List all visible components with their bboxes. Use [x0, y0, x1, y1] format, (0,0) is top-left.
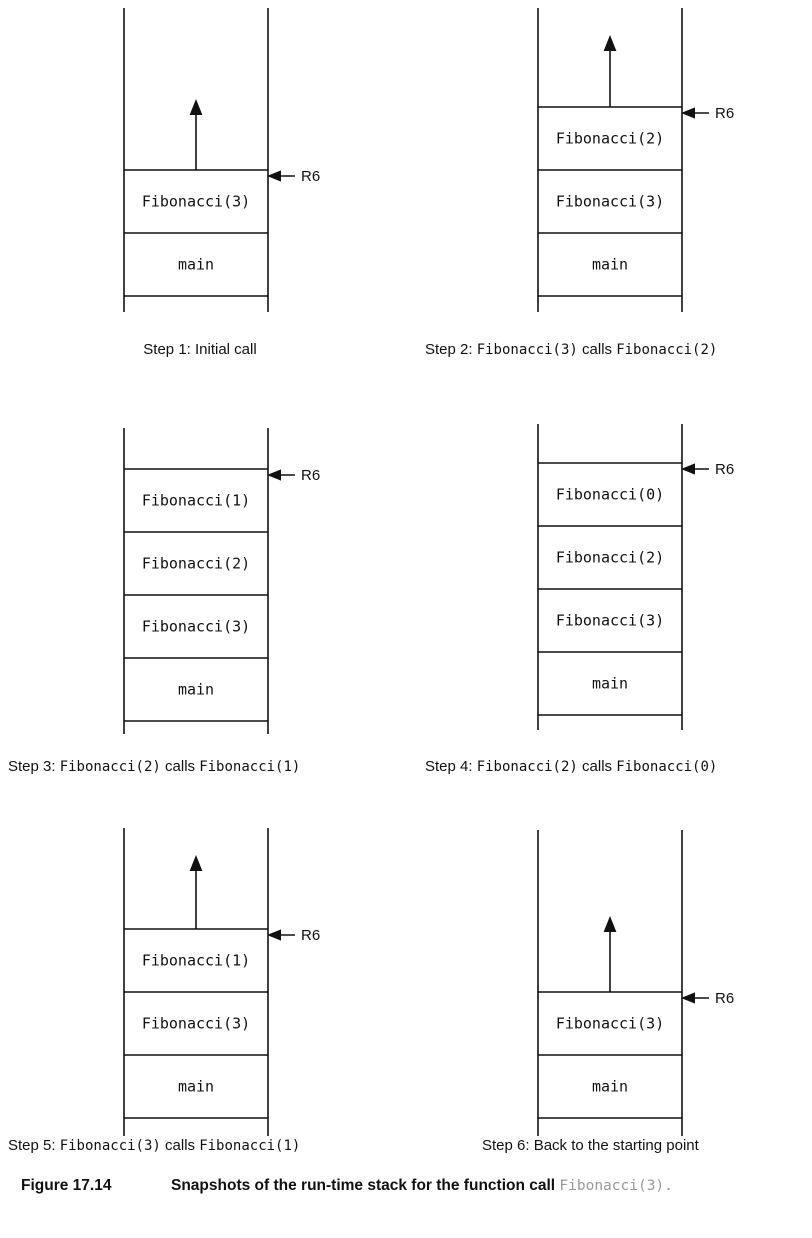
- caption-code-caller: Fibonacci(3): [476, 342, 578, 358]
- caption-prefix: Step 5:: [8, 1137, 60, 1154]
- frame-main: main: [592, 675, 628, 693]
- stack-frame-label: Fibonacci(1): [142, 952, 250, 970]
- stack-frame-label: Fibonacci(2): [556, 130, 664, 148]
- caption-code-caller: Fibonacci(3): [59, 1138, 161, 1154]
- caption-code-callee: Fibonacci(1): [199, 759, 301, 775]
- frame-main: main: [592, 256, 628, 274]
- caption-middle: calls: [160, 1137, 200, 1154]
- stack-frame-label: Fibonacci(0): [556, 486, 664, 504]
- r6-label: R6: [301, 927, 320, 944]
- caption-code-callee: Fibonacci(0): [616, 759, 718, 775]
- figure-code: Fibonacci(3).: [559, 1178, 673, 1194]
- step-caption-3: Step 3: Fibonacci(2) calls Fibonacci(1): [8, 757, 300, 777]
- stack-frame-label: Fibonacci(3): [142, 618, 250, 636]
- caption-code-caller: Fibonacci(2): [476, 759, 578, 775]
- figure-text: Snapshots of the run-time stack for the …: [171, 1177, 560, 1194]
- caption-middle: calls: [160, 758, 200, 775]
- caption-text: Step 1: Initial call: [143, 341, 257, 358]
- r6-label: R6: [715, 105, 734, 122]
- frame-main: main: [178, 256, 214, 274]
- caption-prefix: Step 4:: [425, 758, 477, 775]
- caption-code-callee: Fibonacci(1): [199, 1138, 301, 1154]
- r6-label: R6: [715, 461, 734, 478]
- step-caption-1: Step 1: Initial call: [100, 340, 300, 360]
- caption-prefix: Step 3:: [8, 758, 60, 775]
- stack-frame-label: Fibonacci(3): [142, 193, 250, 211]
- step-caption-4: Step 4: Fibonacci(2) calls Fibonacci(0): [425, 757, 717, 777]
- stack-frame-label: Fibonacci(3): [142, 1015, 250, 1033]
- caption-code-caller: Fibonacci(2): [59, 759, 161, 775]
- stack-frame-label: Fibonacci(3): [556, 612, 664, 630]
- figure-number: Figure 17.14: [21, 1177, 112, 1194]
- caption-middle: calls: [577, 758, 617, 775]
- frame-main: main: [592, 1078, 628, 1096]
- step-caption-6: Step 6: Back to the starting point: [482, 1136, 699, 1156]
- stack-frame-label: Fibonacci(2): [556, 549, 664, 567]
- step-caption-5: Step 5: Fibonacci(3) calls Fibonacci(1): [8, 1136, 300, 1156]
- caption-prefix: Step 2:: [425, 341, 477, 358]
- r6-label: R6: [715, 990, 734, 1007]
- caption-text: Step 6: Back to the starting point: [482, 1137, 699, 1154]
- caption-code-callee: Fibonacci(2): [616, 342, 718, 358]
- stack-frame-label: Fibonacci(2): [142, 555, 250, 573]
- frame-main: main: [178, 1078, 214, 1096]
- r6-label: R6: [301, 467, 320, 484]
- caption-middle: calls: [577, 341, 617, 358]
- frame-main: main: [178, 681, 214, 699]
- stack-frame-label: Fibonacci(3): [556, 193, 664, 211]
- step-caption-2: Step 2: Fibonacci(3) calls Fibonacci(2): [425, 340, 717, 360]
- figure-caption: Figure 17.14 Snapshots of the run-time st…: [21, 1176, 673, 1196]
- stack-frame-label: Fibonacci(1): [142, 492, 250, 510]
- r6-label: R6: [301, 168, 320, 185]
- stack-frame-label: Fibonacci(3): [556, 1015, 664, 1033]
